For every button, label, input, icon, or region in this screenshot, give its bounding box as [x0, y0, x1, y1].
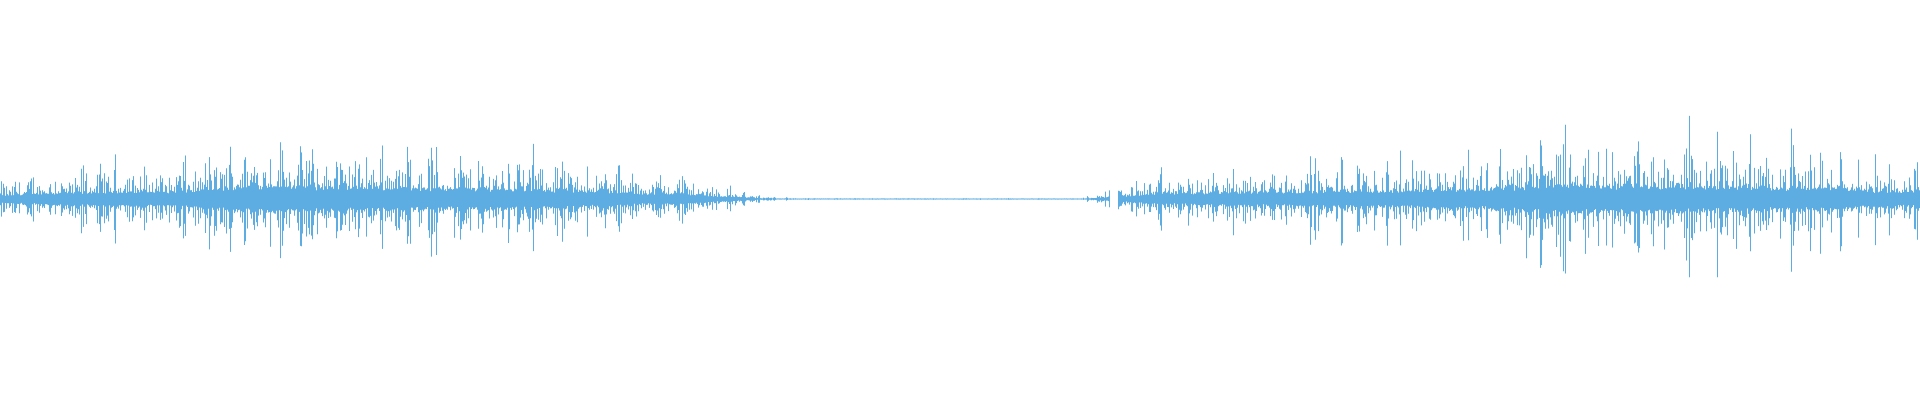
waveform-path — [0, 115, 1920, 278]
